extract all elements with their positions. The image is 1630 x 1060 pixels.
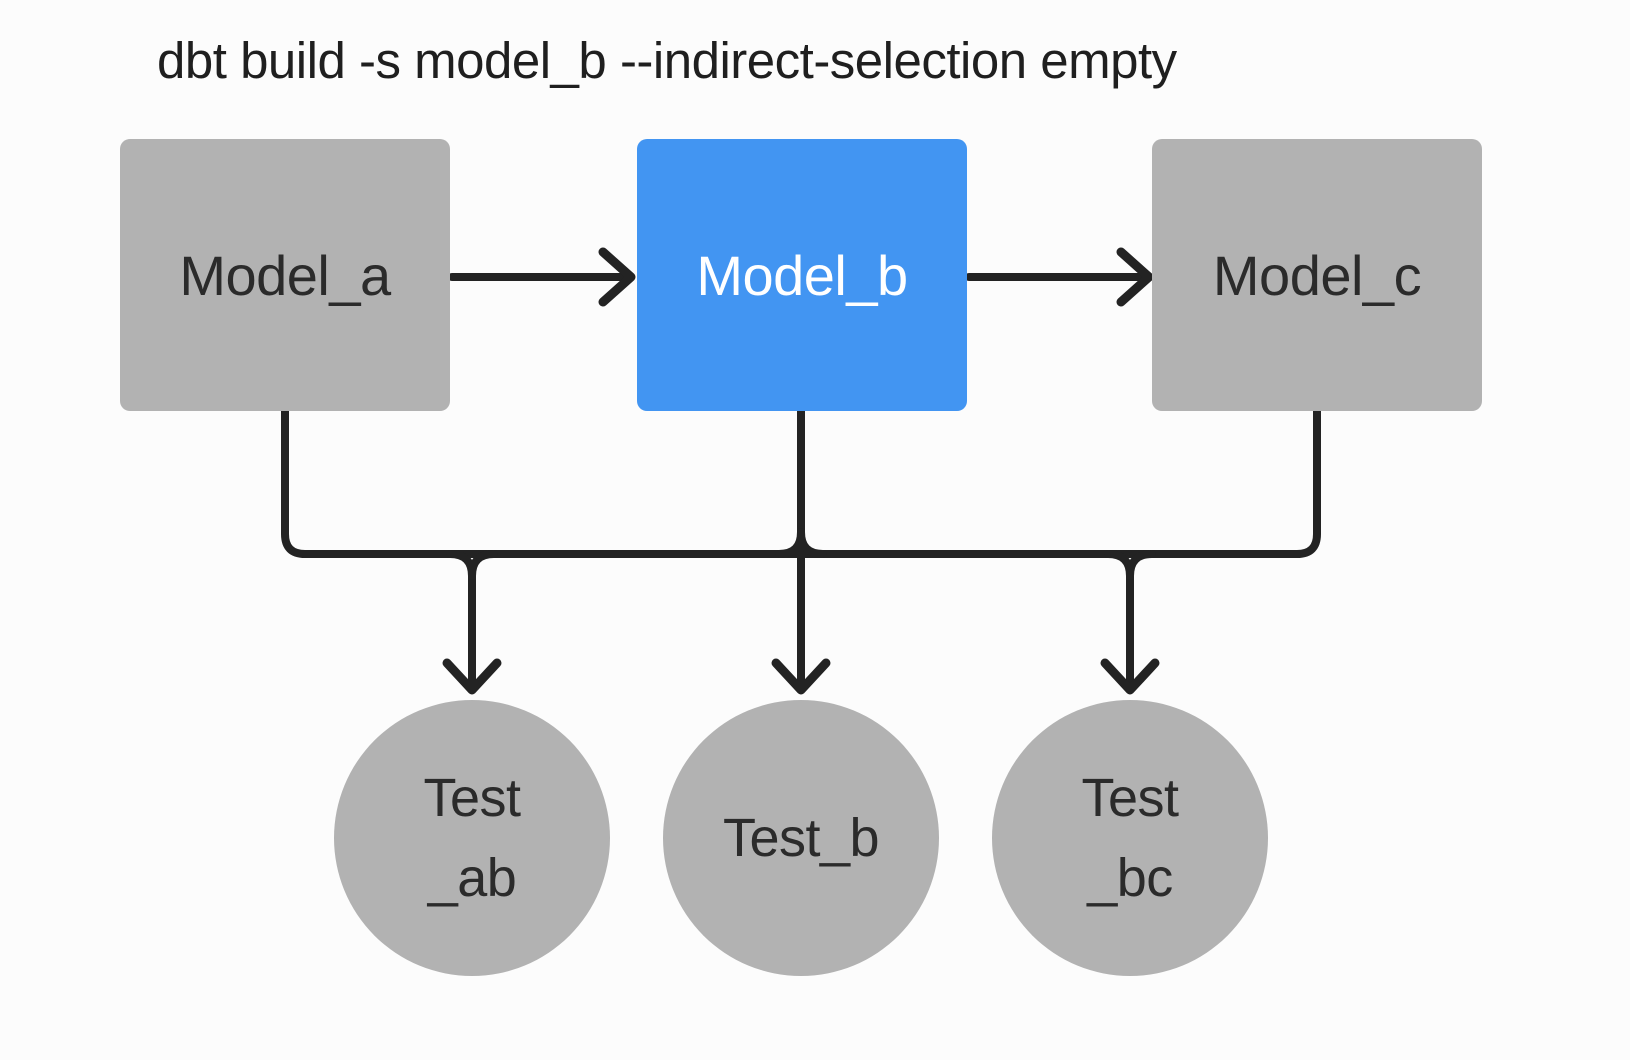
node-model-a: Model_a bbox=[120, 139, 450, 411]
node-test-bc: Test _bc bbox=[992, 700, 1268, 976]
node-model-a-label: Model_a bbox=[179, 243, 391, 307]
node-model-b-label: Model_b bbox=[696, 243, 908, 307]
fillet-model-b-right bbox=[797, 528, 827, 558]
node-model-c: Model_c bbox=[1152, 139, 1482, 411]
node-model-c-label: Model_c bbox=[1212, 243, 1422, 307]
fillet-test-bc-right bbox=[1126, 550, 1156, 580]
node-model-b: Model_b bbox=[637, 139, 967, 411]
diagram-title: dbt build -s model_b --indirect-selectio… bbox=[157, 32, 1177, 89]
arrowhead-into-test-ab bbox=[442, 658, 502, 695]
arrowhead-into-model-b bbox=[598, 247, 636, 307]
node-test-b: Test_b bbox=[663, 700, 939, 976]
node-test-b-label: Test_b bbox=[722, 808, 880, 868]
arrowhead-into-test-bc bbox=[1100, 658, 1160, 695]
node-test-bc-label: Test _bc bbox=[1081, 768, 1179, 908]
arrowhead-into-model-c bbox=[1116, 247, 1154, 307]
arrowhead-into-test-b bbox=[771, 658, 831, 695]
node-test-ab-label: Test _ab bbox=[423, 768, 521, 908]
node-test-ab: Test _ab bbox=[334, 700, 610, 976]
fillet-test-ab-right bbox=[468, 550, 498, 580]
